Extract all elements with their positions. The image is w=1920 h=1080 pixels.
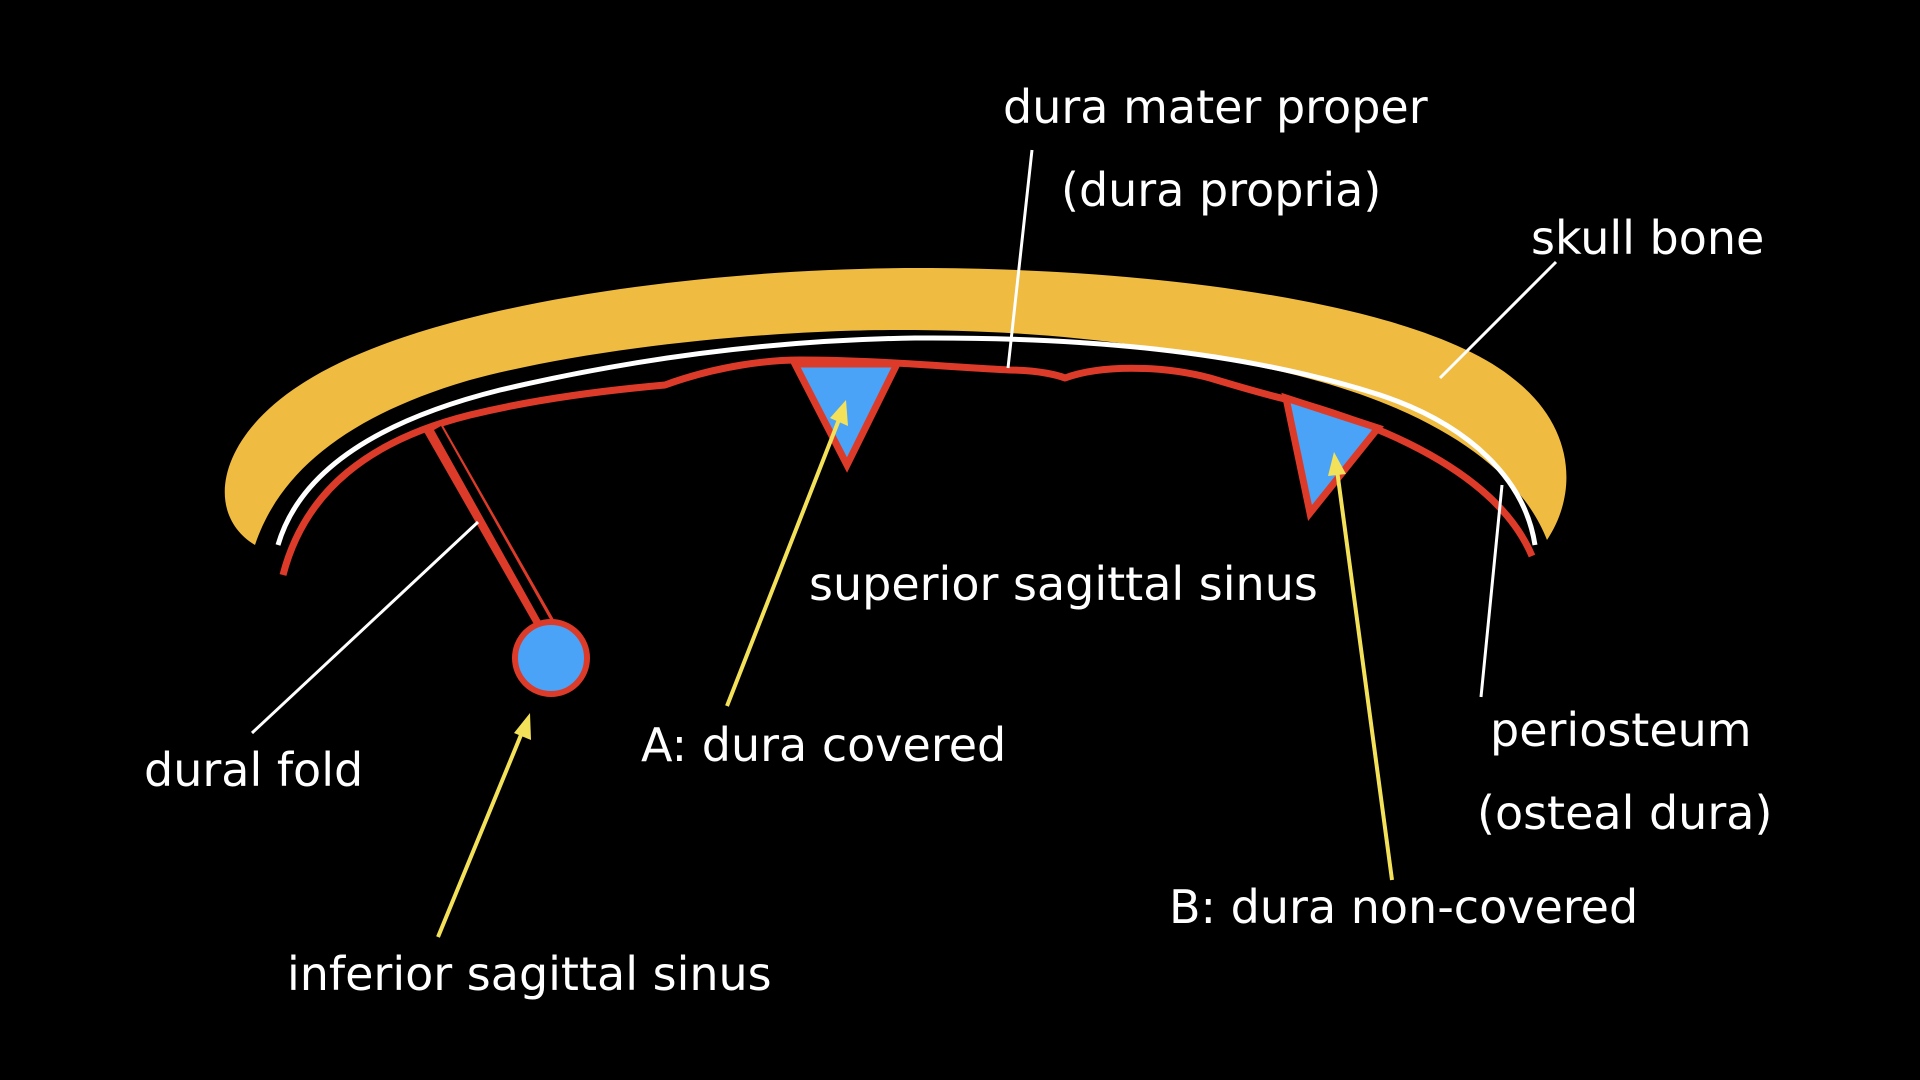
leader-skull-bone: [1438, 260, 1558, 380]
arrow-inferior-sagittal-sinus: [436, 713, 531, 938]
sinus-b-shape: [1281, 392, 1384, 521]
label-b-dura-non-covered: B: dura non-covered: [1169, 880, 1639, 934]
label-dural-fold: dural fold: [144, 743, 364, 797]
label-a-dura-covered: A: dura covered: [641, 718, 1007, 772]
leader-dural-fold: [250, 520, 480, 735]
label-dura-mater-proper: dura mater proper: [1003, 80, 1428, 134]
inferior-sagittal-sinus-shape: [512, 619, 590, 697]
label-superior-sagittal-sinus: superior sagittal sinus: [809, 557, 1318, 611]
arrow-b-dura-non-covered: [1328, 452, 1394, 881]
label-inferior-sagittal-sinus: inferior sagittal sinus: [287, 947, 772, 1001]
dural-fold-inner: [434, 426, 556, 634]
leader-dura-mater-proper: [1006, 149, 1034, 369]
arrow-a-dura-covered: [725, 400, 848, 707]
label-osteal-dura: (osteal dura): [1477, 786, 1773, 840]
periosteum-line: [275, 335, 1538, 546]
label-skull-bone: skull bone: [1531, 211, 1765, 265]
leader-periosteum: [1479, 484, 1504, 698]
label-dura-propria: (dura propria): [1061, 163, 1382, 217]
label-periosteum: periosteum: [1490, 703, 1752, 757]
skull-bone-shape: [224, 268, 1567, 545]
